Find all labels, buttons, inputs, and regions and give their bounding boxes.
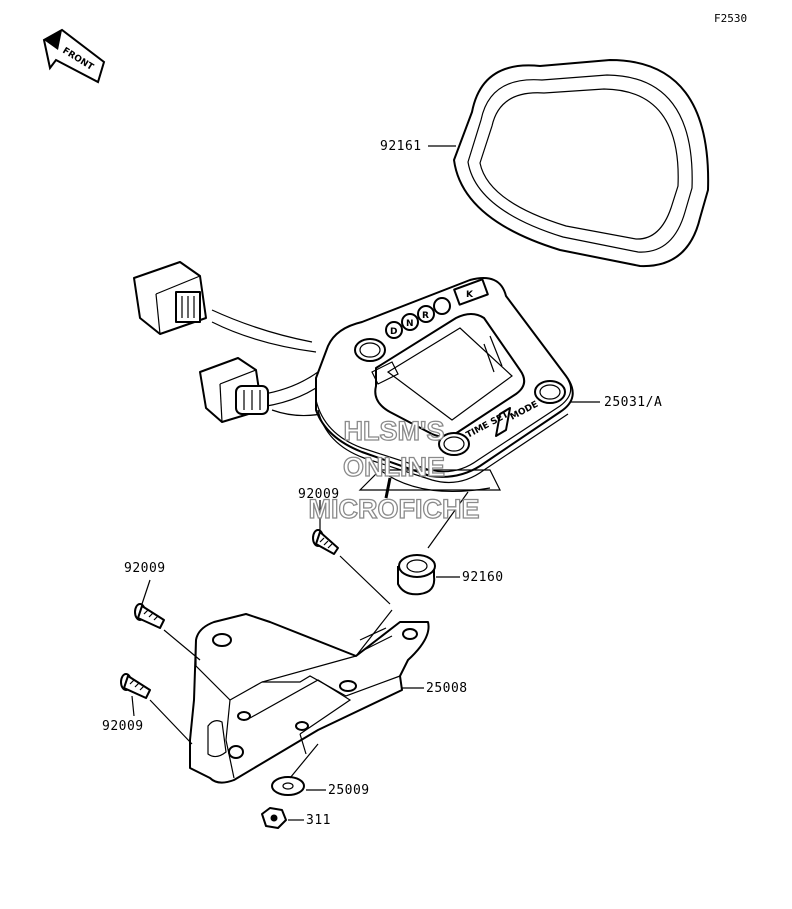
bracket — [189, 613, 430, 784]
bolt-lower-left — [120, 673, 151, 699]
grommet — [397, 554, 436, 596]
connector-lower — [199, 357, 269, 423]
watermark-line-3: MICROFICHE — [309, 494, 480, 524]
washer — [271, 776, 305, 796]
connector-upper — [133, 261, 207, 335]
gear-n-label: N — [406, 319, 414, 329]
leader-bolt-center — [339, 555, 391, 605]
leader-bracket-to-grommet — [355, 609, 393, 657]
bolt-center — [312, 529, 339, 555]
leader-bolt-lower-left-bottom — [131, 695, 135, 717]
figure-code: F2530 — [714, 12, 747, 25]
lens-gasket — [453, 59, 710, 268]
leader-bolt-lower-left — [149, 699, 193, 745]
callout-bolt-lower-left: 92009 — [102, 719, 144, 734]
callout-nut: 311 — [306, 813, 331, 828]
callout-bolt-center: 92009 — [298, 487, 340, 502]
leader-bolt-upper-left — [163, 629, 201, 661]
watermark-line-2: ONLINE — [343, 452, 445, 482]
callout-meter-assembly: 25031/A — [604, 395, 662, 410]
leader-bolt-upper-left-top — [141, 579, 151, 605]
callout-bolt-upper-left: 92009 — [124, 561, 166, 576]
callout-lens-gasket: 92161 — [380, 139, 422, 154]
nut — [261, 807, 287, 829]
bolt-upper-left — [134, 603, 165, 629]
meter-assembly: D N R K TIME SET MODE — [315, 277, 574, 499]
gear-d-label: D — [390, 327, 397, 337]
front-arrow-icon: FRONT — [42, 28, 106, 84]
callout-washer: 25009 — [328, 783, 370, 798]
leader-grommet-to-meter — [427, 491, 469, 549]
leader-washer-to-bracket — [289, 743, 319, 779]
watermark-line-1: HLSM'S — [344, 416, 445, 446]
callout-grommet: 92160 — [462, 570, 504, 585]
gear-r-label: R — [422, 311, 429, 321]
watermark: HLSM'S ONLINE MICROFICHE — [308, 415, 480, 524]
callout-bracket: 25008 — [426, 681, 468, 696]
brand-logo-label: K — [466, 290, 474, 300]
